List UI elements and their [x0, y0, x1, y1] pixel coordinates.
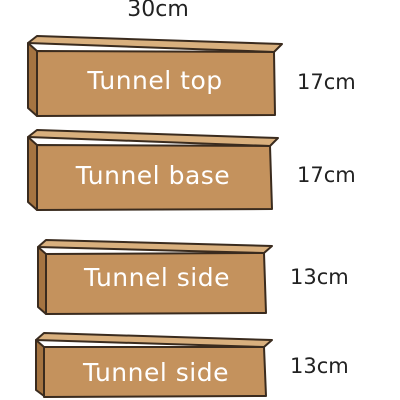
tunnel-side-plank: Tunnel side [37, 239, 273, 315]
plank-front [43, 346, 267, 398]
plank-top-edge [27, 35, 283, 53]
plank-front [36, 50, 276, 117]
tunnel-base-plank: Tunnel base [27, 129, 279, 211]
plank-label: Tunnel base [75, 161, 230, 190]
plank-side-edge [35, 339, 45, 397]
plank-front [36, 144, 273, 211]
tunnel-top-plank: Tunnel top [27, 35, 283, 117]
plank-top-edge [37, 239, 273, 254]
plank-side-edge [37, 246, 47, 315]
plank-top-edge [27, 129, 279, 147]
plank-label: Tunnel side [83, 263, 230, 292]
plank-top-edge [35, 332, 273, 348]
tunnel-side-plank: Tunnel side [35, 332, 273, 398]
plank-label: Tunnel top [86, 66, 222, 95]
plank-measure: 13cm [290, 265, 349, 289]
plank-front [45, 252, 267, 315]
plank-side-edge [27, 136, 38, 211]
plank-label: Tunnel side [82, 358, 229, 387]
plank-measure: 17cm [297, 163, 356, 187]
length-label: 30cm [127, 0, 189, 22]
plank-side-edge [27, 42, 38, 117]
plank-measure: 13cm [290, 354, 349, 378]
plank-measure: 17cm [297, 70, 356, 94]
